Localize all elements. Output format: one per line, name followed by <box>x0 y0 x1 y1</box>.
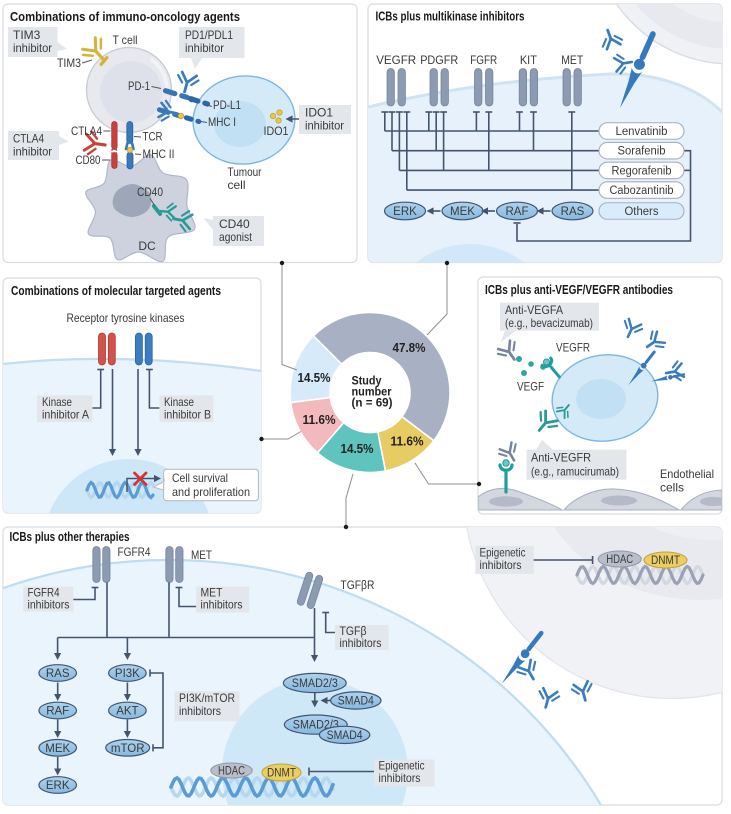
svg-text:inhibitor A: inhibitor A <box>42 407 89 421</box>
svg-text:Receptor tyrosine kinases: Receptor tyrosine kinases <box>67 311 185 325</box>
svg-text:47.8%: 47.8% <box>393 340 426 355</box>
svg-text:11.6%: 11.6% <box>303 412 336 427</box>
svg-text:Cabozantinib: Cabozantinib <box>610 185 674 197</box>
svg-text:CD80: CD80 <box>76 153 101 167</box>
svg-text:FGFR: FGFR <box>470 53 497 67</box>
svg-text:CTLA4: CTLA4 <box>71 124 102 138</box>
svg-text:Combinations of molecular targ: Combinations of molecular targeted agent… <box>11 284 221 298</box>
svg-text:Anti-VEGFA: Anti-VEGFA <box>505 303 563 317</box>
svg-text:Cell survival: Cell survival <box>172 471 228 485</box>
svg-text:HDAC: HDAC <box>606 552 633 566</box>
svg-text:inhibitor: inhibitor <box>185 41 224 55</box>
svg-text:VEGFR: VEGFR <box>376 53 416 67</box>
svg-text:inhibitors: inhibitors <box>28 598 70 612</box>
svg-text:IDO1: IDO1 <box>305 106 333 120</box>
svg-text:CD40: CD40 <box>219 217 250 231</box>
svg-text:CTLA4: CTLA4 <box>13 132 44 146</box>
svg-text:SMAD2/3: SMAD2/3 <box>292 678 338 690</box>
svg-text:T cell: T cell <box>113 33 138 47</box>
svg-text:DC: DC <box>138 239 156 253</box>
svg-text:SMAD4: SMAD4 <box>338 696 375 708</box>
svg-text:Endothelial: Endothelial <box>660 467 714 481</box>
svg-text:HDAC: HDAC <box>218 764 245 778</box>
svg-text:ICBs plus anti-VEGF/VEGFR anti: ICBs plus anti-VEGF/VEGFR antibodies <box>485 283 673 297</box>
svg-text:VEGF: VEGF <box>517 380 544 394</box>
svg-text:IDO1: IDO1 <box>264 124 289 138</box>
svg-text:Lenvatinib: Lenvatinib <box>616 126 668 138</box>
svg-text:11.6%: 11.6% <box>391 434 424 449</box>
svg-text:inhibitors: inhibitors <box>480 558 522 572</box>
svg-text:KIT: KIT <box>520 53 538 67</box>
svg-text:AKT: AKT <box>116 706 138 718</box>
svg-text:14.5%: 14.5% <box>298 370 331 385</box>
svg-text:RAF: RAF <box>506 206 529 218</box>
svg-text:ERK: ERK <box>393 206 417 218</box>
svg-text:TIM3: TIM3 <box>13 28 41 42</box>
svg-text:Sorafenib: Sorafenib <box>618 146 666 158</box>
svg-text:Tumour: Tumour <box>228 165 262 179</box>
svg-text:Combinations of immuno-oncolog: Combinations of immuno-oncology agents <box>10 10 240 24</box>
svg-text:MEK: MEK <box>450 206 475 218</box>
svg-text:inhibitor: inhibitor <box>13 41 52 55</box>
svg-text:PD-L1: PD-L1 <box>213 98 241 112</box>
svg-text:SMAD4: SMAD4 <box>327 730 364 742</box>
svg-text:TIM3: TIM3 <box>57 56 81 70</box>
svg-text:inhibitor B: inhibitor B <box>164 407 211 421</box>
svg-text:MET: MET <box>191 548 213 562</box>
svg-text:MET: MET <box>561 53 584 67</box>
svg-text:DNMT: DNMT <box>651 553 681 567</box>
svg-text:MEK: MEK <box>45 743 70 755</box>
svg-text:ICBs plus multikinase inhibito: ICBs plus multikinase inhibitors <box>376 10 525 24</box>
svg-text:and proliferation: and proliferation <box>172 485 250 499</box>
svg-text:14.5%: 14.5% <box>341 441 374 456</box>
svg-text:TGFβR: TGFβR <box>340 578 374 592</box>
svg-text:inhibitors: inhibitors <box>201 598 243 612</box>
svg-text:Anti-VEGFR: Anti-VEGFR <box>531 451 591 465</box>
svg-text:PD1/PDL1: PD1/PDL1 <box>185 28 233 42</box>
svg-text:agonist: agonist <box>219 230 253 244</box>
svg-text:(e.g., ramucirumab): (e.g., ramucirumab) <box>531 465 619 479</box>
svg-text:VEGFR: VEGFR <box>556 341 590 355</box>
svg-text:inhibitors: inhibitors <box>340 636 382 650</box>
svg-text:cell: cell <box>228 178 246 192</box>
svg-text:RAS: RAS <box>46 668 70 680</box>
svg-text:FGFR4: FGFR4 <box>118 545 151 559</box>
svg-text:(e.g., bevacizumab): (e.g., bevacizumab) <box>505 316 593 330</box>
svg-text:MHC I: MHC I <box>208 115 236 129</box>
svg-text:PI3K/mTOR: PI3K/mTOR <box>179 691 235 705</box>
svg-text:CD40: CD40 <box>137 185 163 199</box>
svg-text:PD-1: PD-1 <box>128 79 150 93</box>
svg-text:cells: cells <box>660 481 684 495</box>
svg-text:TCR: TCR <box>143 130 163 144</box>
svg-text:inhibitor: inhibitor <box>305 119 344 133</box>
svg-text:ICBs plus other therapies: ICBs plus other therapies <box>10 530 130 544</box>
svg-text:MHC II: MHC II <box>143 147 175 161</box>
svg-text:RAS: RAS <box>561 206 585 218</box>
svg-text:inhibitors: inhibitors <box>179 704 221 718</box>
svg-text:inhibitors: inhibitors <box>379 771 421 785</box>
svg-text:inhibitor: inhibitor <box>13 145 52 159</box>
svg-text:RAF: RAF <box>46 706 69 718</box>
svg-text:(n = 69): (n = 69) <box>352 398 393 410</box>
svg-text:mTOR: mTOR <box>111 743 145 755</box>
svg-text:PDGFR: PDGFR <box>420 53 458 67</box>
svg-text:Others: Others <box>625 206 659 218</box>
svg-text:PI3K: PI3K <box>115 668 140 680</box>
svg-text:Regorafenib: Regorafenib <box>612 165 672 177</box>
svg-text:DNMT: DNMT <box>267 766 297 780</box>
svg-text:ERK: ERK <box>46 780 70 792</box>
